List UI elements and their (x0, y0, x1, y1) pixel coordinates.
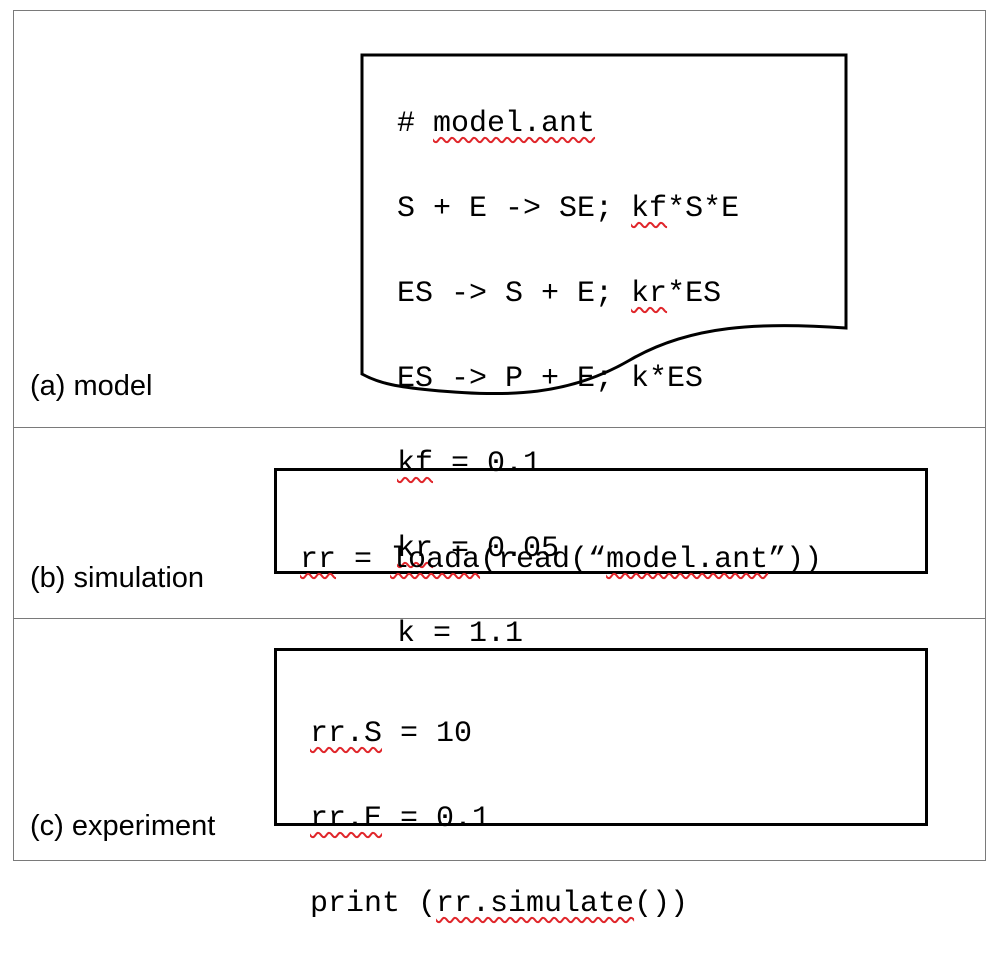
reaction-1-rate-param: kf (631, 191, 668, 226)
document-outline (360, 53, 848, 396)
param-kf-name: kf (397, 446, 434, 481)
model-code-line-1: # model.ant (397, 103, 739, 146)
param-kr-name: kr (397, 531, 434, 566)
reaction-2-rate-param: kr (631, 276, 668, 311)
param-kr-value: = 0.05 (433, 531, 560, 566)
sim-variable: rr (300, 542, 337, 577)
model-code-line-3: ES -> S + E; kr*ES (397, 273, 739, 316)
model-code-line-4: ES -> P + E; k*ES (397, 361, 704, 396)
experiment-code-line-2: rr.E = 0.1 (310, 798, 688, 841)
panel-divider-b-c (13, 618, 986, 619)
model-code-line-2: S + E -> SE; kf*S*E (397, 188, 739, 231)
experiment-code: rr.S = 10 rr.E = 0.1 print (rr.simulate(… (310, 670, 688, 968)
panel-divider-a-b (13, 427, 986, 428)
sim-loada-function: loada (390, 542, 481, 577)
exp-print: print ( (310, 886, 437, 921)
simulation-code: rr = loada(read(“model.ant”)) (300, 496, 822, 624)
reaction-2-text: ES -> S + E; (397, 276, 632, 311)
param-kf-value: = 0.1 (433, 446, 542, 481)
sim-close-parens: ”)) (768, 542, 823, 577)
sim-filename: model.ant (606, 542, 769, 577)
exp-set-s: rr.S (310, 716, 383, 751)
model-document-shape (360, 53, 848, 396)
comment-marker: # (397, 106, 434, 141)
figure-frame (13, 10, 986, 861)
panel-label-model: (a) model (30, 370, 153, 402)
experiment-code-line-1: rr.S = 10 (310, 713, 688, 756)
exp-simulate-call: rr.simulate (436, 886, 635, 921)
model-code-line-7: k = 1.1 (397, 616, 524, 651)
exp-set-s-value: = 10 (382, 716, 473, 751)
exp-set-e: rr.E (310, 801, 383, 836)
model-code-line-5: kf = 0.1 (397, 443, 739, 486)
sim-assign: = (336, 542, 391, 577)
reaction-2-rate-rest: *ES (667, 276, 722, 311)
simulation-code-box (274, 468, 928, 574)
reaction-1-text: S + E -> SE; (397, 191, 632, 226)
simulation-code-line-1: rr = loada(read(“model.ant”)) (300, 539, 822, 582)
experiment-code-line-3: print (rr.simulate()) (310, 883, 688, 926)
model-filename: model.ant (433, 106, 596, 141)
experiment-code-box (274, 648, 928, 826)
exp-close-parens: ()) (634, 886, 689, 921)
reaction-1-rate-rest: *S*E (667, 191, 740, 226)
panel-label-simulation: (b) simulation (30, 562, 205, 594)
sim-read-call: (read(“ (480, 542, 607, 577)
model-code: # model.ant S + E -> SE; kf*S*E ES -> S … (397, 60, 739, 698)
exp-set-e-value: = 0.1 (382, 801, 491, 836)
model-code-line-6: kr = 0.05 (397, 528, 739, 571)
panel-label-experiment: (c) experiment (30, 810, 216, 842)
